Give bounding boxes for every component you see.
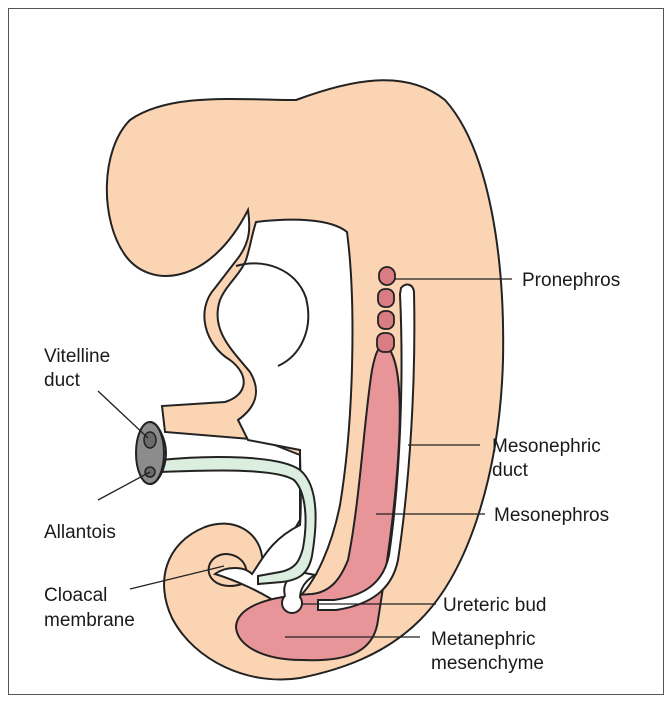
label-mesonephros: Mesonephros bbox=[494, 505, 609, 526]
pronephros-bead bbox=[378, 289, 394, 307]
label-mesonephric-duct-line2: duct bbox=[492, 460, 529, 481]
leader-allantois bbox=[98, 472, 150, 500]
label-metanephric-line2: mesenchyme bbox=[431, 653, 544, 674]
pronephros-bead bbox=[379, 267, 395, 285]
label-cloacal-line2: membrane bbox=[44, 610, 135, 631]
label-ureteric-bud: Ureteric bud bbox=[443, 595, 547, 616]
label-allantois: Allantois bbox=[44, 522, 116, 543]
vitelline-duct-lumen bbox=[144, 432, 156, 448]
label-vitelline-line2: duct bbox=[44, 370, 81, 391]
label-vitelline-line1: Vitelline bbox=[44, 346, 110, 367]
label-metanephric-line1: Metanephric bbox=[431, 629, 536, 650]
label-cloacal-line1: Cloacal bbox=[44, 585, 107, 606]
label-mesonephric-duct-line1: Mesonephric bbox=[492, 436, 601, 457]
pronephros-bead bbox=[377, 333, 394, 352]
pronephros-bead bbox=[378, 311, 394, 329]
label-pronephros: Pronephros bbox=[522, 270, 620, 291]
leader-vitelline bbox=[98, 391, 148, 438]
